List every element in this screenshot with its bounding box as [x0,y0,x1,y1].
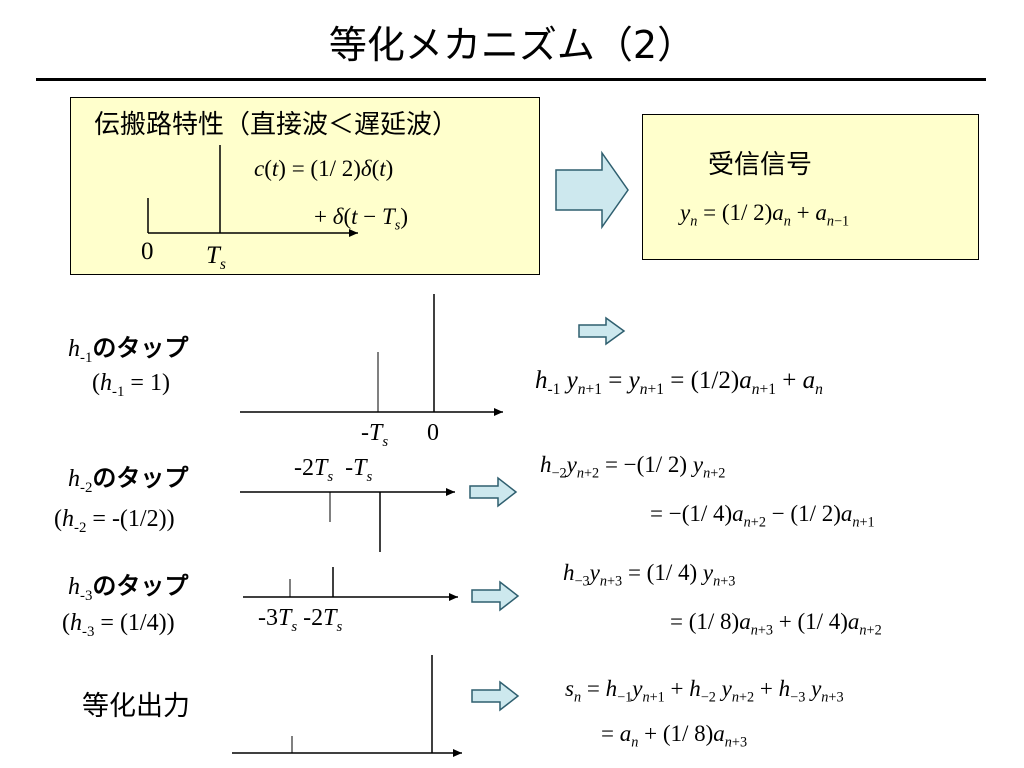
tap-h2-label: h-2のタップ [68,464,189,496]
channel-equation-line2: + δ(t − Ts) [314,204,408,234]
channel-characteristic-box [70,97,540,275]
output-equation-line1: sn = h−1yn+1 + h−2 yn+2 + h−3 yn+3 [565,676,844,706]
tap-h1-tick-minus-ts: -Ts [361,420,389,450]
small-arrow-top [578,316,626,346]
small-arrow-output [471,680,520,712]
tap-h1-tick-zero: 0 [427,420,439,446]
slide-title: 等化メカニズム（2） [328,23,696,67]
output-equation-line2: = an + (1/ 8)an+3 [601,721,748,751]
block-arrow-channel-to-received [555,150,629,230]
received-signal-equation: yn = (1/ 2)an + an−1 [680,200,850,230]
tap-h2-equation-line1: h−2yn+2 = −(1/ 2) yn+2 [540,452,726,482]
small-arrow-h3 [471,580,520,612]
tap-h2-plot [240,488,455,552]
tap-h3-equation-line1: h−3yn+3 = (1/ 4) yn+3 [563,560,736,590]
channel-equation-line1: c(t) = (1/ 2)δ(t) [254,156,394,181]
channel-axis-zero-label: 0 [141,238,154,265]
tap-h1-plot [240,294,503,416]
received-box-heading: 受信信号 [708,150,813,180]
tap-h3-label: h-3のタップ [68,572,189,604]
tap-h3-plot [243,567,458,601]
received-signal-box [642,114,979,260]
channel-impulse-plot [147,145,358,237]
equalized-output-label: 等化出力 [82,691,190,722]
equalized-output-plot [232,655,462,757]
tap-h2-value: (h-2 = -(1/2)) [54,506,175,536]
tap-h3-value: (h-3 = (1/4)) [62,610,175,640]
tap-h3-tick-labels: -3Ts -2Ts [258,605,343,635]
channel-axis-ts-label: Ts [206,242,226,273]
tap-h1-equation: h-1 yn+1 = yn+1 = (1/2)an+1 + an [535,367,823,398]
small-arrow-h2 [469,476,518,508]
title-divider [36,78,986,81]
tap-h1-value: (h-1 = 1) [92,370,170,400]
tap-h2-equation-line2: = −(1/ 4)an+2 − (1/ 2)an+1 [650,501,875,531]
tap-h1-label: h-1のタップ [68,334,189,366]
channel-box-heading: 伝搬路特性（直接波＜遅延波） [94,110,459,140]
tap-h3-equation-line2: = (1/ 8)an+3 + (1/ 4)an+2 [670,609,882,639]
tap-h2-tick-labels: -2Ts -Ts [294,455,373,485]
